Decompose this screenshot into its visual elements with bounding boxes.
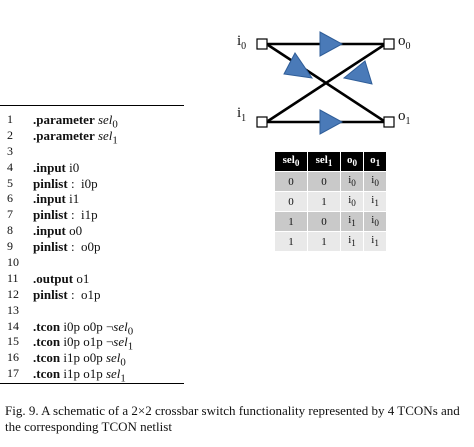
code-text: .input o0 bbox=[33, 223, 83, 239]
truth-table-header: sel0 sel1 o0 o1 bbox=[274, 151, 388, 172]
line-number: 5 bbox=[7, 175, 13, 190]
code-line: 4 .input i0 bbox=[7, 160, 197, 176]
buffers bbox=[283, 31, 373, 135]
listing-top-rule bbox=[0, 105, 184, 106]
header-o1: o1 bbox=[363, 151, 388, 172]
code-line: 15 .tcon i0p o1p ¬sel1 bbox=[7, 334, 197, 353]
figure-caption: Fig. 9. A schematic of a 2×2 crossbar sw… bbox=[5, 403, 460, 434]
buffer-i1-o1-icon bbox=[319, 109, 344, 135]
table-cell: 1 bbox=[274, 211, 308, 232]
code-line: 12 pinlist : o1p bbox=[7, 287, 197, 303]
code-text: .parameter sel0 bbox=[33, 112, 118, 131]
header-o0: o0 bbox=[339, 151, 365, 172]
table-cell: i0 bbox=[363, 211, 388, 232]
line-number: 10 bbox=[7, 255, 19, 270]
table-cell: 1 bbox=[307, 191, 341, 212]
table-cell: i1 bbox=[363, 191, 388, 212]
port-i0 bbox=[256, 38, 268, 50]
line-number: 16 bbox=[7, 350, 19, 365]
code-line: 10 bbox=[7, 255, 197, 271]
code-text: .tcon i0p o0p ¬sel0 bbox=[33, 318, 134, 338]
port-o1 bbox=[383, 116, 395, 128]
table-cell: i0 bbox=[339, 191, 365, 212]
label-i0: i0 bbox=[237, 33, 246, 52]
line-number: 12 bbox=[7, 286, 19, 301]
code-line: 17 .tcon i1p o1p sel1 bbox=[7, 366, 197, 385]
code-text: pinlist : i0p bbox=[33, 175, 98, 191]
code-line: 2 .parameter sel1 bbox=[7, 127, 197, 147]
table-cell: 0 bbox=[274, 191, 308, 212]
table-cell: 0 bbox=[307, 211, 341, 232]
code-line: 7 pinlist : i1p bbox=[7, 207, 197, 223]
code-line: 16 .tcon i1p o0p sel0 bbox=[7, 350, 197, 369]
buffer-i1-o0-icon bbox=[342, 60, 373, 85]
table-cell: i0 bbox=[339, 171, 365, 192]
line-number: 14 bbox=[7, 318, 19, 333]
code-text: pinlist : o0p bbox=[33, 239, 101, 255]
code-line: 13 bbox=[7, 303, 197, 319]
label-o0: o0 bbox=[398, 33, 411, 52]
line-number: 13 bbox=[7, 302, 19, 317]
code-line: 1 .parameter sel0 bbox=[7, 112, 197, 131]
code-text: .tcon i0p o1p ¬sel1 bbox=[33, 334, 134, 354]
line-number: 15 bbox=[7, 334, 19, 349]
code-line: 8 .input o0 bbox=[7, 223, 197, 239]
line-number: 8 bbox=[7, 223, 13, 238]
line-number: 6 bbox=[7, 191, 13, 206]
buffer-i0-o0-icon bbox=[319, 31, 344, 57]
table-cell: 1 bbox=[274, 231, 308, 252]
line-number: 4 bbox=[7, 159, 13, 174]
line-number: 11 bbox=[7, 270, 19, 285]
label-o1: o1 bbox=[398, 108, 411, 127]
code-text: .input i0 bbox=[33, 159, 80, 175]
table-cell: i1 bbox=[339, 211, 365, 232]
code-text: .input i1 bbox=[33, 191, 80, 207]
code-line: 11 .output o1 bbox=[7, 271, 197, 287]
label-i1: i1 bbox=[237, 105, 246, 124]
code-line: 5 pinlist : i0p bbox=[7, 176, 197, 192]
header-sel1: sel1 bbox=[307, 151, 341, 172]
table-cell: 0 bbox=[307, 171, 341, 192]
buffer-i0-o1-icon bbox=[283, 52, 314, 79]
line-number: 1 bbox=[7, 112, 13, 126]
code-text: pinlist : o1p bbox=[33, 286, 101, 302]
code-text: .tcon i1p o0p sel0 bbox=[33, 350, 126, 369]
code-text: .tcon i1p o1p sel1 bbox=[33, 366, 126, 385]
table-cell: i1 bbox=[339, 231, 365, 252]
port-o0 bbox=[383, 38, 395, 50]
table-cell: 1 bbox=[307, 231, 341, 252]
table-cell: i1 bbox=[363, 231, 388, 252]
listing-bottom-rule bbox=[0, 383, 184, 384]
code-line: 14 .tcon i0p o0p ¬sel0 bbox=[7, 318, 197, 338]
line-number: 7 bbox=[7, 207, 13, 222]
header-sel0: sel0 bbox=[274, 151, 308, 172]
code-line: 3 bbox=[7, 144, 197, 160]
table-cell: 0 bbox=[274, 171, 308, 192]
ports bbox=[256, 38, 395, 128]
line-number: 3 bbox=[7, 143, 13, 158]
code-text: pinlist : i1p bbox=[33, 207, 98, 223]
code-line: 6 .input i1 bbox=[7, 191, 197, 207]
crossbar-schematic: i0 o0 i1 o1 bbox=[237, 31, 411, 135]
table-cell: i0 bbox=[363, 171, 388, 192]
code-text: .parameter sel1 bbox=[33, 127, 118, 147]
wire-i1-o0 bbox=[267, 43, 385, 123]
line-number: 2 bbox=[7, 127, 13, 142]
line-number: 9 bbox=[7, 239, 13, 254]
port-i1 bbox=[256, 116, 268, 128]
line-number: 17 bbox=[7, 366, 19, 381]
code-text: .output o1 bbox=[33, 270, 90, 286]
code-line: 9 pinlist : o0p bbox=[7, 239, 197, 255]
